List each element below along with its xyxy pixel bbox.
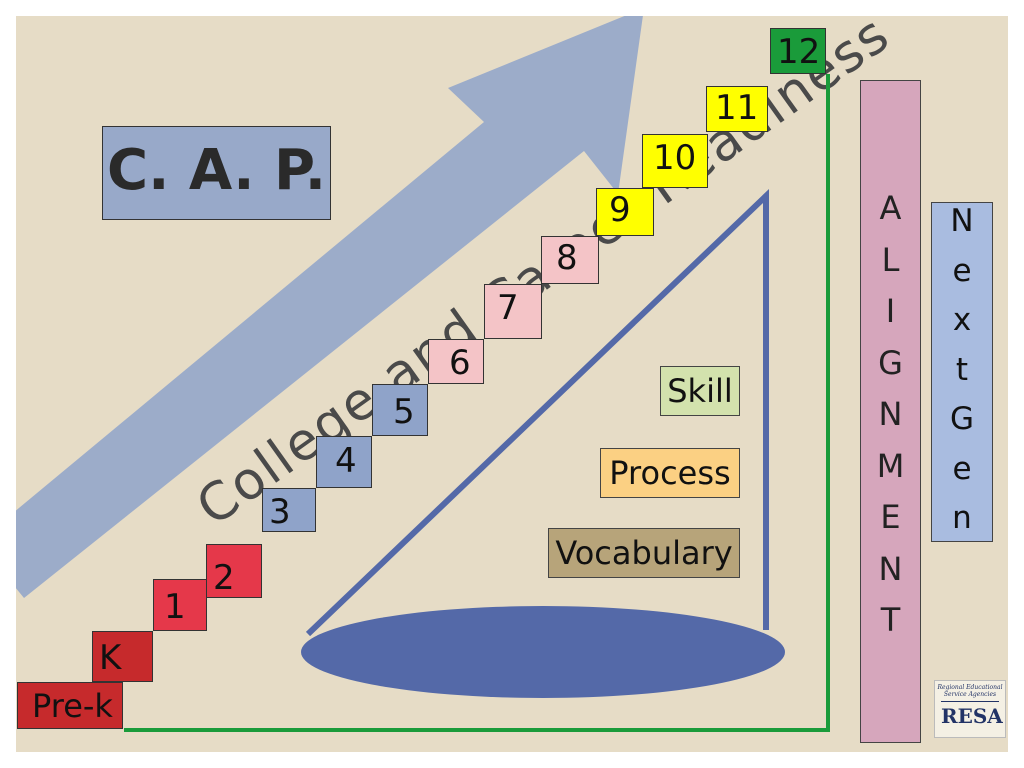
next-gen-letter: t xyxy=(955,351,969,388)
step-2: 2 xyxy=(206,544,262,598)
page-title: C. A. P. xyxy=(106,137,327,203)
step-label: 6 xyxy=(449,343,471,383)
alignment-letter: T xyxy=(880,601,901,639)
step-label: 1 xyxy=(164,587,186,627)
step-label: 12 xyxy=(777,32,821,72)
skill-label: Skill xyxy=(667,372,733,410)
logo-name: RESA xyxy=(941,701,1003,728)
next-gen-letter: G xyxy=(949,401,975,437)
alignment-letter: A xyxy=(879,189,902,227)
alignment-letter: G xyxy=(878,343,903,382)
alignment-bar: A L I G N M E N T xyxy=(860,80,921,743)
step-label: 7 xyxy=(497,288,519,328)
step-11: 11 xyxy=(706,86,768,132)
step-label: 4 xyxy=(335,441,357,481)
process-label-box: Process xyxy=(600,448,740,498)
step-9: 9 xyxy=(596,188,654,236)
step-4: 4 xyxy=(316,436,372,488)
green-bracket xyxy=(124,74,830,732)
step-12: 12 xyxy=(770,28,826,74)
step-k: K xyxy=(92,631,153,682)
step-label: 3 xyxy=(269,492,291,532)
step-10: 10 xyxy=(642,134,708,188)
next-gen-bar: N e x t G e n xyxy=(931,202,993,542)
resa-logo: Regional Educational Service Agencies RE… xyxy=(934,680,1006,738)
vocabulary-label: Vocabulary xyxy=(555,534,733,572)
alignment-letter: E xyxy=(880,498,901,536)
alignment-letter: M xyxy=(876,446,905,485)
alignment-letter: I xyxy=(885,292,896,330)
alignment-letter: L xyxy=(881,240,900,279)
next-gen-letter: e xyxy=(952,252,972,289)
next-gen-letter: N xyxy=(950,203,974,239)
process-label: Process xyxy=(609,454,731,492)
vocabulary-label-box: Vocabulary xyxy=(548,528,740,578)
step-8: 8 xyxy=(541,236,599,284)
readiness-arrow xyxy=(16,16,643,598)
step-label: 9 xyxy=(609,190,631,230)
next-gen-letter: n xyxy=(952,500,972,536)
step-label: 2 xyxy=(213,558,235,598)
step-label: Pre-k xyxy=(32,687,113,725)
next-gen-letter: e xyxy=(952,450,972,487)
step-6: 6 xyxy=(428,339,484,384)
next-gen-letter: x xyxy=(952,302,972,338)
step-label: 11 xyxy=(715,88,759,128)
step-3: 3 xyxy=(262,488,316,532)
step-prek: Pre-k xyxy=(17,682,123,729)
triangle-base-ellipse xyxy=(301,606,785,698)
step-label: K xyxy=(99,638,122,678)
step-7: 7 xyxy=(484,284,542,339)
alignment-letter: N xyxy=(878,395,903,433)
step-label: 10 xyxy=(653,138,697,178)
triangle-shape xyxy=(301,188,785,698)
step-1: 1 xyxy=(153,579,207,631)
step-label: 8 xyxy=(556,238,578,278)
cap-title-box: C. A. P. xyxy=(102,126,331,220)
slide-canvas: College and Career Readiness C. A. P. Pr… xyxy=(16,4,1008,752)
step-5: 5 xyxy=(372,384,428,436)
skill-label-box: Skill xyxy=(660,366,740,416)
logo-top-text: Regional Educational Service Agencies xyxy=(937,684,1003,698)
step-label: 5 xyxy=(393,392,415,432)
alignment-letter: N xyxy=(878,549,903,588)
